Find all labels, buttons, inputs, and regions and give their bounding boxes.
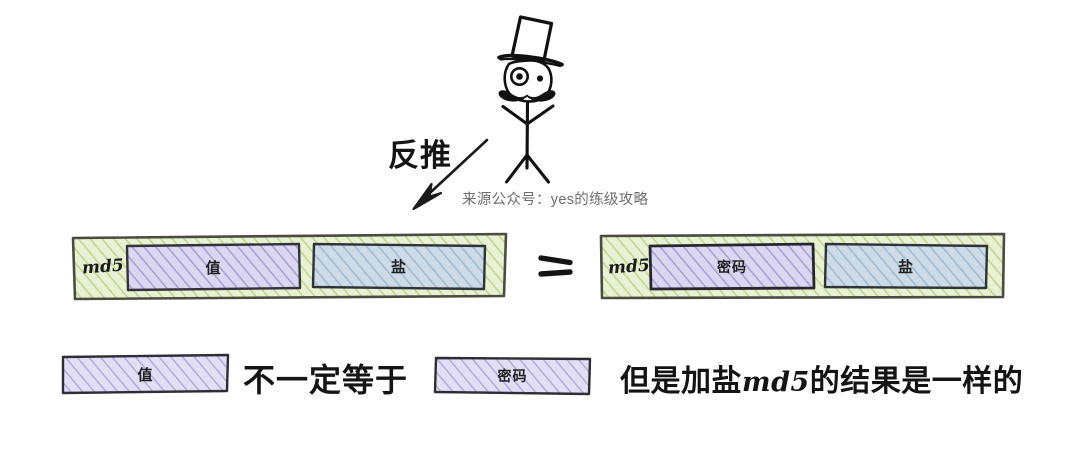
torso — [525, 101, 530, 170]
fantui-arrow — [412, 138, 489, 211]
left-eye-pupil — [516, 73, 523, 80]
right-eye-pupil — [536, 75, 544, 82]
conclusion-suffix: 的结果是一样的 — [809, 365, 1024, 398]
right-hash-group: md5 密码 盐 — [598, 230, 1008, 302]
conclusion-prefix: 但是加盐 — [620, 365, 742, 398]
left-salt-segment — [311, 242, 487, 291]
top-hat-stick-figure — [497, 15, 564, 184]
left-md5-label: md5 — [81, 255, 125, 279]
right-password-segment — [648, 242, 816, 291]
left-value-segment — [125, 242, 302, 292]
reverse-derive-label: 反推 — [388, 138, 452, 173]
source-attribution: 来源公众号：yes的练级攻略 — [462, 192, 649, 208]
top-hat-brim — [497, 53, 564, 67]
not-necessarily-equal-label: 不一定等于 — [243, 362, 409, 398]
conclusion-md5: md5 — [742, 367, 810, 398]
left-leg — [504, 153, 529, 184]
right-arm — [525, 104, 555, 126]
mustache-icon — [498, 90, 556, 102]
equals-sign — [538, 255, 573, 277]
bottom-password-box: 密码 — [432, 354, 594, 398]
right-salt-segment — [823, 242, 989, 290]
left-hash-group: md5 值 盐 — [70, 230, 510, 302]
conclusion-label: 但是加盐md5的结果是一样的 — [620, 356, 1023, 400]
right-md5-label: md5 — [607, 255, 651, 279]
bottom-value-box: 值 — [60, 352, 232, 396]
left-arm — [501, 104, 529, 126]
arrow-head — [412, 182, 443, 211]
right-leg — [525, 153, 551, 184]
